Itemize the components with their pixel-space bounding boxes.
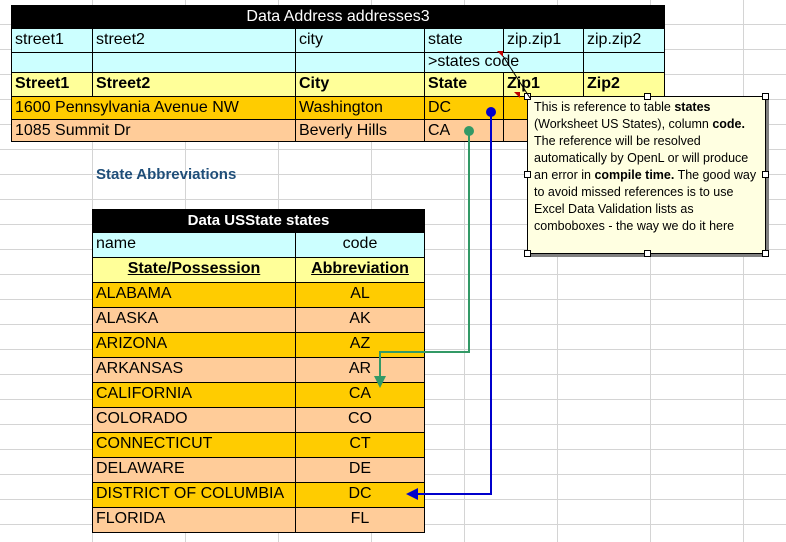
resize-handle[interactable] <box>762 93 769 100</box>
column-header[interactable]: Street2 <box>93 73 296 97</box>
address-city[interactable]: Beverly Hills <box>296 120 425 142</box>
column-header[interactable]: Zip2 <box>584 73 665 97</box>
ref-cell-empty[interactable] <box>584 53 665 73</box>
green-arrow-start <box>464 126 474 136</box>
state-name-cell[interactable]: CONNECTICUT <box>92 433 296 458</box>
address-street1[interactable]: 1085 Summit Dr <box>11 120 296 142</box>
resize-handle[interactable] <box>762 171 769 178</box>
comment-indicator-icon <box>497 51 503 57</box>
note-text: The good way to avoid missed references … <box>534 168 757 233</box>
note-bold: states <box>674 100 711 114</box>
state-name-cell[interactable]: DISTRICT OF COLUMBIA <box>92 483 296 508</box>
resize-handle[interactable] <box>644 93 651 100</box>
states-table-title[interactable]: Data USState states <box>92 209 425 233</box>
column-header[interactable]: Zip1 <box>504 73 584 97</box>
field-cell[interactable]: street2 <box>93 29 296 53</box>
field-cell[interactable]: street1 <box>11 29 93 53</box>
resize-handle[interactable] <box>524 250 531 257</box>
blue-arrow-head-icon <box>406 488 418 500</box>
column-header[interactable]: State/Possession <box>92 258 296 283</box>
state-code-cell[interactable]: CA <box>296 383 425 408</box>
address-state[interactable]: DC <box>425 97 504 120</box>
blue-arrow-line <box>418 112 492 495</box>
comment-note[interactable]: This is reference to table states (Works… <box>524 93 769 257</box>
green-arrow-head-icon <box>374 376 386 388</box>
column-header[interactable]: Street1 <box>11 73 93 97</box>
state-code-cell[interactable]: AR <box>296 358 425 383</box>
field-cell[interactable]: state <box>425 29 504 53</box>
state-code-cell[interactable]: FL <box>296 508 425 533</box>
field-cell[interactable]: city <box>296 29 425 53</box>
state-code-cell[interactable]: CO <box>296 408 425 433</box>
state-code-cell[interactable]: DC <box>296 483 425 508</box>
ref-cell-empty[interactable] <box>296 53 425 73</box>
note-bold: compile time. <box>594 168 675 182</box>
state-name-cell[interactable]: ARIZONA <box>92 333 296 358</box>
state-code-cell[interactable]: AL <box>296 283 425 308</box>
address-table-title[interactable]: Data Address addresses3 <box>11 5 665 29</box>
address-street1[interactable]: 1600 Pennsylvania Avenue NW <box>11 97 296 120</box>
field-cell[interactable]: code <box>296 233 425 258</box>
ref-cell-empty[interactable] <box>93 53 296 73</box>
state-code-cell[interactable]: CT <box>296 433 425 458</box>
state-abbreviations-label: State Abbreviations <box>96 166 237 183</box>
state-name-cell[interactable]: ARKANSAS <box>92 358 296 383</box>
comment-indicator-icon <box>514 92 520 98</box>
note-bold: code. <box>712 117 745 131</box>
resize-handle[interactable] <box>644 250 651 257</box>
field-cell[interactable]: zip.zip2 <box>584 29 665 53</box>
state-code-cell[interactable]: DE <box>296 458 425 483</box>
state-code-cell[interactable]: AZ <box>296 333 425 358</box>
note-text: The reference will be resolved automatic… <box>534 134 749 182</box>
green-arrow-line <box>379 131 470 378</box>
resize-handle[interactable] <box>762 250 769 257</box>
state-name-cell[interactable]: DELAWARE <box>92 458 296 483</box>
address-city[interactable]: Washington <box>296 97 425 120</box>
column-header[interactable]: Abbreviation <box>296 258 425 283</box>
state-name-cell[interactable]: CALIFORNIA <box>92 383 296 408</box>
column-header[interactable]: State <box>425 73 504 97</box>
state-name-cell[interactable]: ALABAMA <box>92 283 296 308</box>
field-cell[interactable]: zip.zip1 <box>504 29 584 53</box>
state-name-cell[interactable]: COLORADO <box>92 408 296 433</box>
note-text: (Worksheet US States), column <box>534 117 713 131</box>
note-text: This is reference to table <box>534 100 675 114</box>
state-name-cell[interactable]: FLORIDA <box>92 508 296 533</box>
column-header[interactable]: City <box>296 73 425 97</box>
blue-arrow-start <box>486 107 496 117</box>
comment-pointer <box>502 55 531 99</box>
state-name-cell[interactable]: ALASKA <box>92 308 296 333</box>
ref-cell-empty[interactable] <box>11 53 93 73</box>
resize-handle[interactable] <box>524 171 531 178</box>
ref-hint-cell[interactable]: >states code <box>425 53 584 73</box>
state-code-cell[interactable]: AK <box>296 308 425 333</box>
field-cell[interactable]: name <box>92 233 296 258</box>
